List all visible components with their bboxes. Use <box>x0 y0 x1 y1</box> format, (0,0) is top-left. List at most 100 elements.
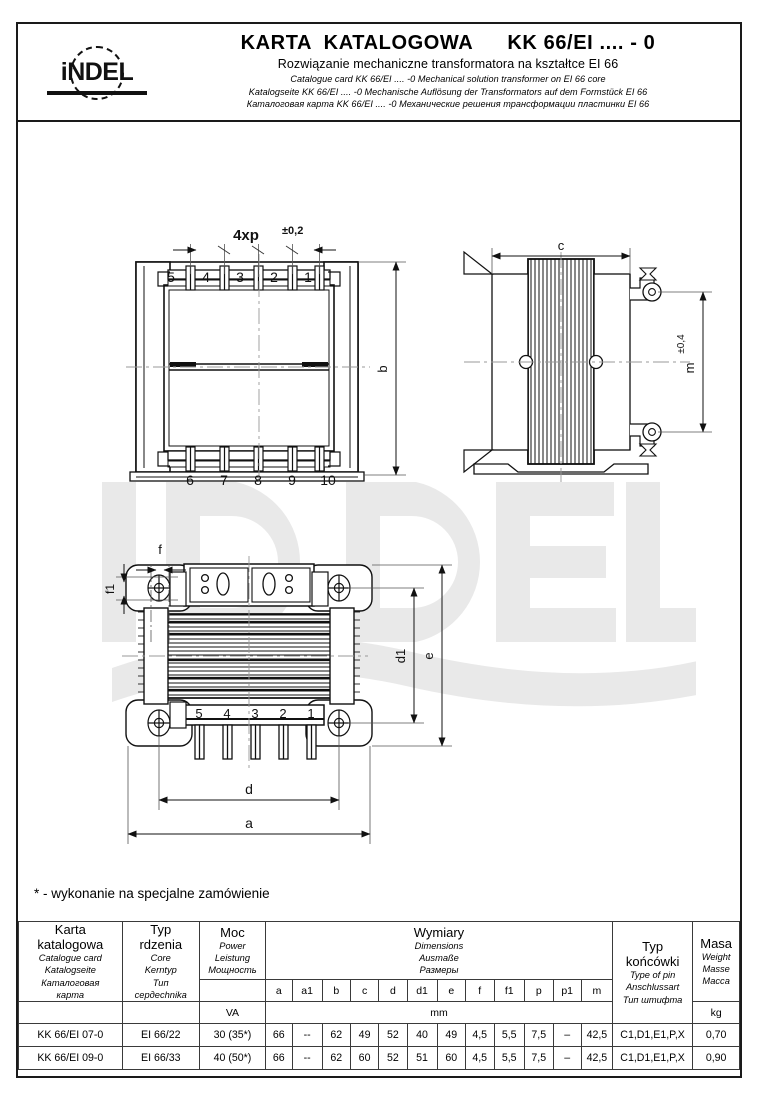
row1-f: 4,5 <box>464 1046 495 1070</box>
row1-d: 52 <box>378 1046 408 1070</box>
bottom-pin-2: 2 <box>279 706 286 721</box>
dim-label-f: f <box>158 542 162 557</box>
dim-col-p: p <box>523 979 554 1002</box>
unit-weight: kg <box>692 1001 740 1024</box>
row1-a: 66 <box>265 1046 293 1070</box>
row0-f: 4,5 <box>464 1023 495 1047</box>
front-bot-pin-7: 7 <box>220 472 228 488</box>
dim-col-m: m <box>580 979 613 1002</box>
dim-col-f: f <box>464 979 495 1002</box>
row1-p1: – <box>552 1046 582 1070</box>
row1-f1: 5,5 <box>493 1046 525 1070</box>
header-cell-weight: Masa Weight Masse Масса <box>692 921 740 1002</box>
dim-col-p1: p1 <box>552 979 582 1002</box>
row1-c: 60 <box>349 1046 380 1070</box>
subtitle-en: Catalogue card KK 66/EI .... -0 Mechanic… <box>290 74 606 84</box>
row0-m: 42,5 <box>580 1023 613 1047</box>
table-row: KK 66/EI 09-0 EI 66/33 40 (50*) 66 -- 62… <box>18 1046 740 1070</box>
front-view <box>126 244 406 482</box>
unit-card-spacer <box>18 1001 123 1024</box>
row1-m: 42,5 <box>580 1046 613 1070</box>
front-bot-pin-6: 6 <box>186 472 194 488</box>
front-bot-pin-9: 9 <box>288 472 296 488</box>
front-top-pin-5: 5 <box>167 269 175 285</box>
unit-dimensions: mm <box>265 1001 613 1024</box>
dim-col-c: c <box>349 979 380 1002</box>
pitch-tolerance: ±0,2 <box>282 225 303 237</box>
header-cell-core: Typ rdzenia Core Kerntyp Тип сердechnika <box>121 921 200 1002</box>
pitch-label: 4xp <box>233 227 259 244</box>
row1-pin: C1,D1,E1,P,X <box>611 1046 694 1070</box>
row0-pin: C1,D1,E1,P,X <box>611 1023 694 1047</box>
row1-p: 7,5 <box>523 1046 554 1070</box>
dim-label-c: c <box>558 238 565 253</box>
front-top-pin-2: 2 <box>270 269 278 285</box>
row0-c: 49 <box>349 1023 380 1047</box>
row0-d: 52 <box>378 1023 408 1047</box>
row1-card: KK 66/EI 09-0 <box>18 1046 123 1070</box>
row0-p1: – <box>552 1023 582 1047</box>
bottom-pin-5: 5 <box>195 706 202 721</box>
subtitle-de: Katalogseite KK 66/EI .... -0 Mechanisch… <box>248 86 648 97</box>
row0-power: 30 (35*) <box>198 1023 267 1047</box>
front-bot-pin-8: 8 <box>254 472 262 488</box>
row0-weight: 0,70 <box>692 1023 740 1047</box>
header-cell-pin: Typ końcówki Type of pin Anschlussart Ти… <box>611 921 694 1024</box>
dim-label-e: e <box>421 652 436 659</box>
row1-power: 40 (50*) <box>198 1046 267 1070</box>
unit-core-spacer <box>121 1001 200 1024</box>
front-top-pin-4: 4 <box>202 269 210 285</box>
specification-table: Karta katalogowa Catalogue card Katalogs… <box>18 921 740 1070</box>
header-cell-power: Moc Power Leistung Мощность <box>198 921 267 980</box>
front-top-pin-3: 3 <box>236 269 244 285</box>
header-cell-dimensions: Wymiary Dimensions Ausmaße Размеры <box>265 921 613 980</box>
bottom-pin-3: 3 <box>251 706 258 721</box>
logo-wordmark: iNDEL <box>60 58 134 86</box>
dim-label-d: d <box>245 781 253 797</box>
logo-underline <box>47 91 147 95</box>
row0-core: EI 66/22 <box>121 1023 200 1047</box>
dim-col-d: d <box>378 979 408 1002</box>
header-cell-power-spacer <box>198 979 267 1002</box>
dim-col-f1: f1 <box>493 979 525 1002</box>
front-bot-pin-10: 10 <box>320 472 336 488</box>
side-view <box>463 248 712 482</box>
table-row: KK 66/EI 07-0 EI 66/22 30 (35*) 66 -- 62… <box>18 1023 740 1047</box>
row0-a1: -- <box>291 1023 323 1047</box>
dim-col-d1: d1 <box>406 979 438 1002</box>
dim-label-m: m <box>682 363 697 374</box>
table-dim-header-row: a a1 b c d d1 e f f1 p p1 m <box>19 979 740 1002</box>
row0-b: 62 <box>321 1023 351 1047</box>
front-top-pin-1: 1 <box>304 269 312 285</box>
bottom-pin-4: 4 <box>223 706 230 721</box>
dim-label-b: b <box>375 365 390 372</box>
page-border <box>16 22 742 1078</box>
bottom-view <box>116 556 452 844</box>
row0-card: KK 66/EI 07-0 <box>18 1023 123 1047</box>
dim-col-e: e <box>436 979 466 1002</box>
row1-d1: 51 <box>406 1046 438 1070</box>
dim-tolerance-m: ±0,4 <box>676 334 687 354</box>
technical-drawings: 4xp ±0,2 5 4 3 2 1 6 7 8 9 10 b c m <box>18 122 740 912</box>
row0-d1: 40 <box>406 1023 438 1047</box>
header-cell-card: Karta katalogowa Catalogue card Katalogs… <box>18 921 123 1002</box>
row0-a: 66 <box>265 1023 293 1047</box>
dim-col-a1: a1 <box>291 979 323 1002</box>
dim-label-a: a <box>245 815 253 831</box>
row0-f1: 5,5 <box>493 1023 525 1047</box>
row1-weight: 0,90 <box>692 1046 740 1070</box>
row1-e: 60 <box>436 1046 466 1070</box>
bottom-pin-1: 1 <box>307 706 314 721</box>
dim-col-b: b <box>321 979 351 1002</box>
special-order-note: * - wykonanie na specjalne zamówienie <box>34 886 270 901</box>
logo-circle-icon <box>70 46 124 100</box>
dim-label-d1: d1 <box>393 649 408 663</box>
table-header-row: Karta katalogowa Catalogue card Katalogs… <box>18 921 740 1024</box>
row1-core: EI 66/33 <box>121 1046 200 1070</box>
page-title: KARTA KATALOGOWA <box>240 32 474 54</box>
row1-a1: -- <box>291 1046 323 1070</box>
